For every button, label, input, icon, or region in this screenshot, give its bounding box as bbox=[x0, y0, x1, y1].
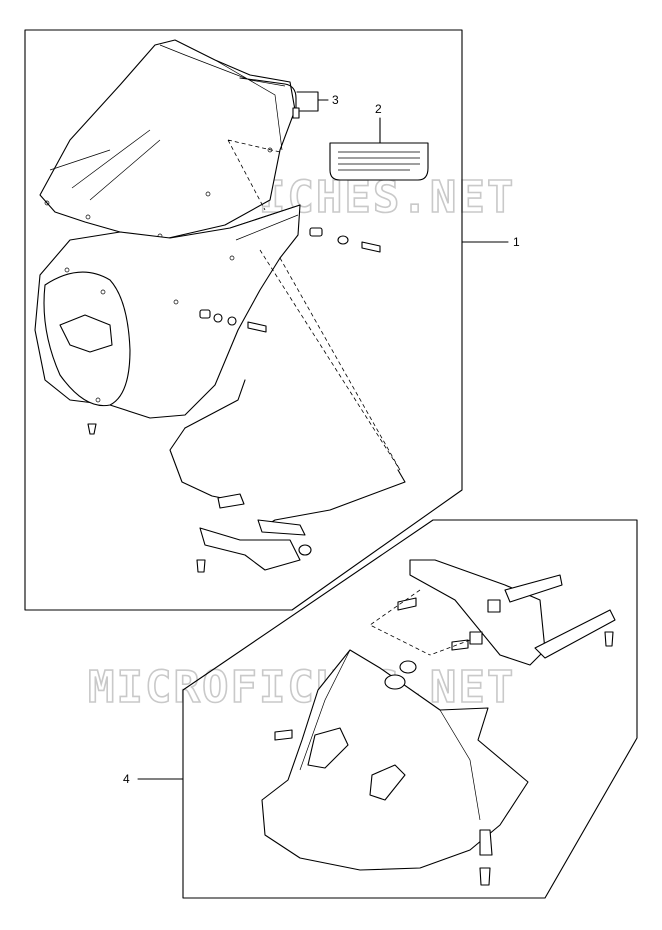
fasteners-upper bbox=[87, 227, 381, 435]
part-3-fastener bbox=[239, 77, 300, 119]
under-cowl bbox=[261, 649, 529, 886]
guide-lines-lower bbox=[369, 589, 471, 656]
callout-3: 3 bbox=[332, 93, 339, 107]
part-2-label-plate bbox=[329, 142, 429, 181]
group-4-frame bbox=[182, 519, 638, 899]
callout-2: 2 bbox=[375, 102, 382, 116]
upper-cowling bbox=[34, 204, 301, 419]
under-cowl-bracket bbox=[397, 559, 616, 666]
callout-1: 1 bbox=[513, 235, 520, 249]
watermark-bottom: MICROFICHES.NET bbox=[88, 662, 515, 713]
stay-bracket bbox=[169, 379, 406, 573]
callout-4: 4 bbox=[123, 772, 130, 786]
leader-lines bbox=[137, 91, 509, 780]
group-1-frame bbox=[24, 29, 463, 611]
